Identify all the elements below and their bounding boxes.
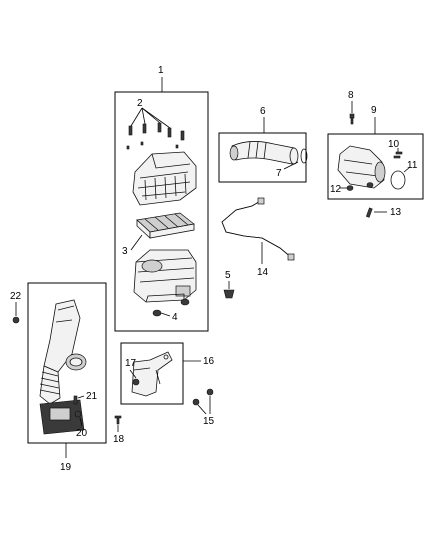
callout-21: 21 <box>86 391 98 402</box>
nuts-part-15: 15 <box>192 388 215 427</box>
callout-19: 19 <box>60 462 72 473</box>
air-cleaner-cover <box>132 151 197 206</box>
air-cleaner-group: 1 2 <box>114 65 209 332</box>
frame-bracket <box>120 342 184 405</box>
callout-6: 6 <box>260 106 266 117</box>
callout-16: 16 <box>203 356 215 367</box>
bracket-group: 16 17 <box>120 342 215 405</box>
bolt-part-8 <box>349 113 355 125</box>
frame-resonator <box>327 133 424 200</box>
screw-part-18: 18 <box>113 415 125 445</box>
callout-9: 9 <box>371 105 377 116</box>
screws-part-2: 2 <box>126 98 185 150</box>
resonator-body <box>337 145 385 189</box>
callout-13: 13 <box>390 207 402 218</box>
callout-8: 8 <box>348 90 354 101</box>
mounting-bracket <box>131 351 173 397</box>
nut-part-20 <box>74 410 82 418</box>
bolt-part-21 <box>73 395 78 405</box>
callout-3: 3 <box>122 246 128 257</box>
screw-part-10 <box>393 148 403 159</box>
screw-part-13: 13 <box>365 207 402 218</box>
filter-element-part-3: 3 <box>122 212 195 257</box>
nut-part-12 <box>346 182 374 191</box>
callout-17: 17 <box>125 358 137 369</box>
callout-10: 10 <box>388 139 400 150</box>
callout-18: 18 <box>113 434 125 445</box>
frame-air-cleaner <box>114 91 209 332</box>
air-cleaner-lower-housing <box>133 249 197 303</box>
callout-14: 14 <box>257 267 269 278</box>
callout-5: 5 <box>225 270 231 281</box>
callout-12: 12 <box>330 184 342 195</box>
vent-tube-part-14: 14 <box>221 197 295 278</box>
frame-intake-duct <box>27 282 107 444</box>
clamp-part-11 <box>390 170 406 190</box>
callout-2: 2 <box>137 98 143 109</box>
callout-15: 15 <box>203 416 215 427</box>
grommet-part-4: 4 <box>152 298 190 323</box>
callout-11: 11 <box>407 160 418 171</box>
intake-duct-upper <box>43 299 81 373</box>
callout-4: 4 <box>172 312 178 323</box>
callout-7: 7 <box>276 168 282 179</box>
frame-hose <box>218 132 307 183</box>
air-inlet-hose <box>231 141 295 165</box>
hose-clamp-part-7 <box>300 148 308 164</box>
nut-part-22: 22 <box>10 291 22 324</box>
callout-1: 1 <box>158 65 164 76</box>
resonator-group: 8 9 10 11 12 <box>327 90 424 200</box>
hose-group: 6 7 <box>218 106 308 183</box>
intake-duct-group: 19 21 20 <box>27 282 107 473</box>
callout-22: 22 <box>10 291 22 302</box>
callout-20: 20 <box>76 428 88 439</box>
grommet-part-5: 5 <box>223 270 235 299</box>
